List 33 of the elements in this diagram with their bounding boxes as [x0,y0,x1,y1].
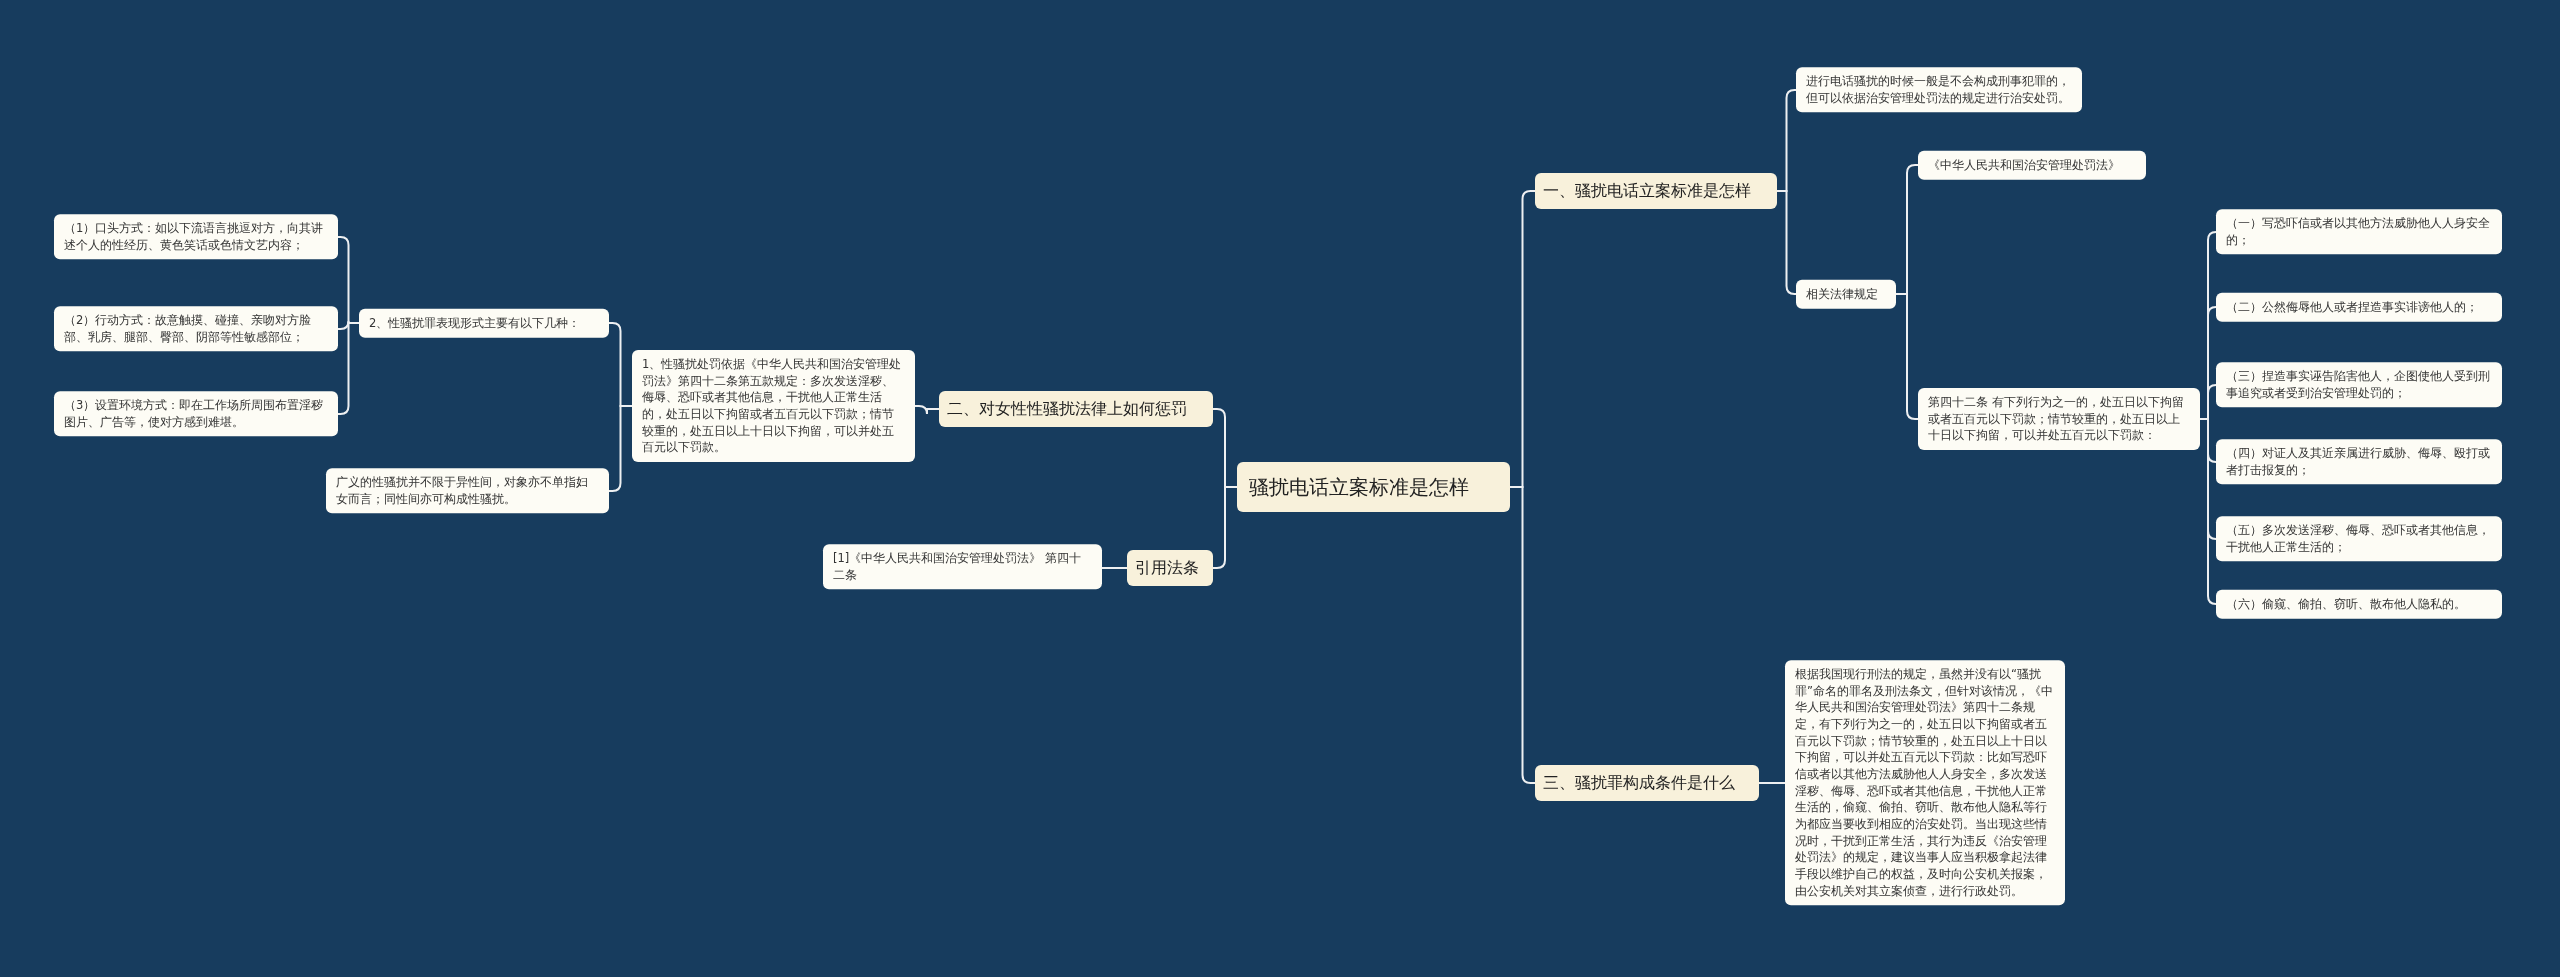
topic-card: （一）写恐吓信或者以其他方法威胁他人人身安全的； [2216,209,2502,255]
connector-line [1758,782,1786,784]
topic-card: 2、性骚扰罪表现形式主要有以下几种： [359,308,609,338]
connector-line [1776,190,1797,295]
connector-line [1101,567,1128,569]
branch-topic: 二、对女性性骚扰法律上如何惩罚 [939,391,1213,427]
topic-card: （四）对证人及其近亲属进行威胁、侮辱、殴打或者打击报复的； [2216,439,2502,485]
topic-card: （六）偷窥、偷拍、窃听、散布他人隐私的。 [2216,589,2502,619]
connector-line [1509,486,1536,784]
topic-card: （3）设置环境方式：即在工作场所周围布置淫秽图片、广告等，使对方感到难堪。 [54,391,338,437]
topic-card: （2）行动方式：故意触摸、碰撞、亲吻对方脸部、乳房、腿部、臀部、阴部等性敏感部位； [54,306,338,352]
connector-line [1895,293,1919,420]
branch-topic: 三、骚扰罪构成条件是什么 [1535,765,1759,801]
topic-card: （三）捏造事实诬告陷害他人，企图使他人受到刑事追究或者受到治安管理处罚的； [2216,362,2502,408]
topic-card: 1、性骚扰处罚依据《中华人民共和国治安管理处罚法》第四十二条第五款规定：多次发送淫秽、侮辱、恐吓或者其他信息，干扰他人正常生活的，处五日以下拘留或者五百元以下罚款；情节较重的，处五日以上十日以下拘留，可以并处五百元以下罚款。 [632,350,915,462]
topic-card: （1）口头方式：如以下流语言挑逗对方，向其讲述个人的性经历、黄色笑话或色情文艺内容； [54,214,338,260]
topic-card: 广义的性骚扰并不限于异性间，对象亦不单指妇女而言；同性间亦可构成性骚扰。 [326,468,609,514]
branch-topic: 引用法条 [1127,550,1213,586]
topic-card: [1]《中华人民共和国治安管理处罚法》 第四十二条 [823,544,1102,590]
topic-card: （五）多次发送淫秽、侮辱、恐吓或者其他信息，干扰他人正常生活的； [2216,516,2502,562]
central-topic: 骚扰电话立案标准是怎样 [1237,462,1510,512]
connector-line [914,405,940,415]
topic-card: （二）公然侮辱他人或者捏造事实诽谤他人的； [2216,292,2502,322]
connector-line [337,322,360,415]
topic-card: 《中华人民共和国治安管理处罚法》 [1918,150,2146,180]
topic-card: 相关法律规定 [1796,279,1896,309]
connector-line [1212,486,1238,569]
topic-card: 第四十二条 有下列行为之一的，处五日以下拘留或者五百元以下罚款；情节较重的，处五日以上十日以下拘留，可以并处五百元以下罚款： [1918,388,2200,450]
connector-line [608,405,633,492]
topic-card: 根据我国现行刑法的规定，虽然并没有以“骚扰罪”命名的罪名及刑法条文，但针对该情况，《中华人民共和国治安管理处罚法》第四十二条规定，有下列行为之一的，处五日以下拘留或者五百元以下罚款；情节较重的，处五日以上十日以下拘留，可以并处五百元以下罚款：比如写恐吓信或者以其他方法威胁他人人身安全，多次发送淫秽、侮辱、恐吓或者其他信息，干扰他人正常生活的，偷窥、偷拍、窃听、散布他人隐私等行为都应当要收到相应的治安处罚。当出现这些情况时，干扰到正常生活，其行为违反《治安管理处罚法》的规定，建议当事人应当积极拿起法律手段以维护自己的权益，及时向公安机关报案，由公安机关对其立案侦查，进行行政处罚。 [1785,660,2065,906]
branch-topic: 一、骚扰电话立案标准是怎样 [1535,173,1777,209]
connector-line [2199,418,2217,605]
topic-card: 进行电话骚扰的时候一般是不会构成刑事犯罪的，但可以依据治安管理处罚法的规定进行治安处罚。 [1796,67,2082,113]
